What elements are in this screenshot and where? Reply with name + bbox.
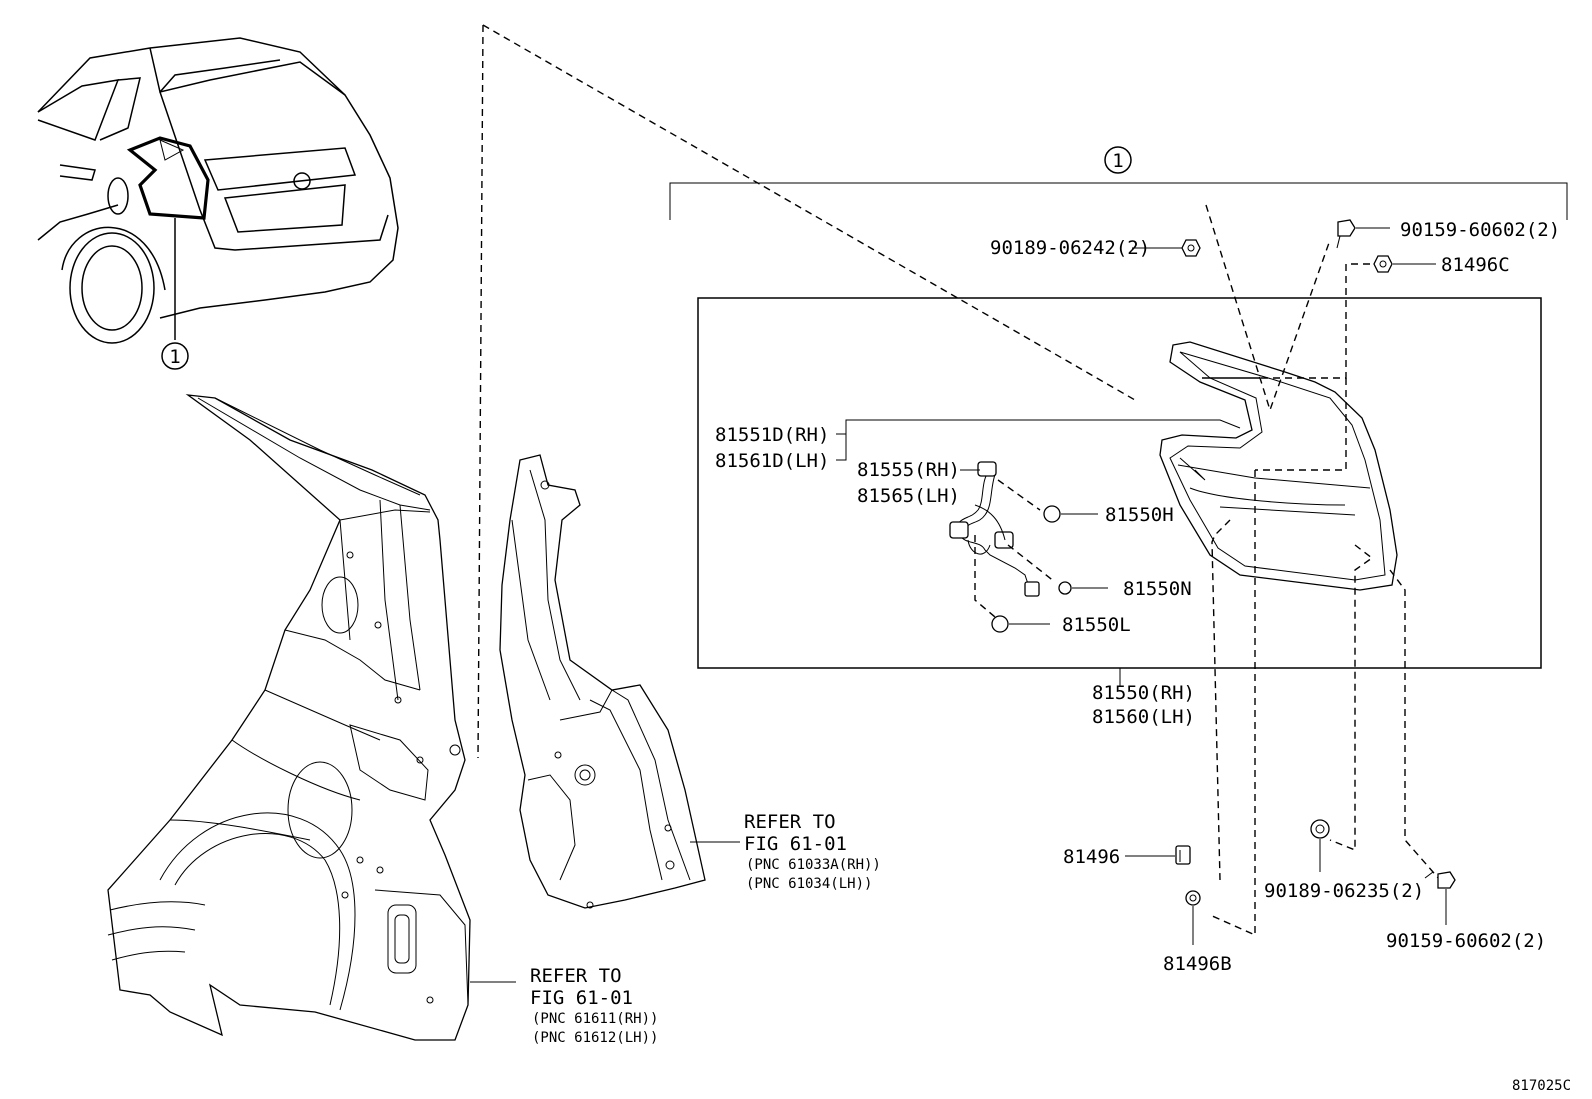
- figure-code: 817025C: [1512, 1078, 1571, 1094]
- callout-1-bracket: 1: [669, 146, 1568, 220]
- svg-text:1: 1: [169, 346, 180, 368]
- label-81496c: 81496C: [1441, 254, 1510, 276]
- svg-text:REFER TO: REFER TO: [530, 965, 622, 987]
- clip-81496b: [1185, 890, 1201, 945]
- label-81550l: 81550L: [1062, 614, 1131, 636]
- reference-note-lower: REFER TO FIG 61-01 (PNC 61611(RH)) (PNC …: [530, 965, 658, 1046]
- quarter-panel: [107, 394, 516, 1041]
- svg-text:FIG 61-01: FIG 61-01: [744, 833, 847, 855]
- leader-bottom-c: [1329, 544, 1374, 852]
- leader-81551d: [836, 419, 1241, 435]
- projection-line: [482, 24, 1136, 401]
- svg-text:1: 1: [1112, 150, 1123, 172]
- bulb-81550l: [991, 615, 1050, 633]
- leader-bottom-b: [1209, 470, 1256, 937]
- nut-90189-06242-top: [1132, 239, 1201, 257]
- callout-1-vehicle: 1: [161, 342, 189, 370]
- nut-81496c: [1373, 255, 1436, 273]
- leader-top-d: [1255, 378, 1347, 471]
- label-90189-06235: 90189-06235(2): [1264, 880, 1424, 902]
- label-81555-rh: 81555(RH): [857, 459, 960, 481]
- svg-text:(PNC 61034(LH)): (PNC 61034(LH)): [746, 876, 872, 892]
- label-90159-60602-bottom: 90159-60602(2): [1386, 930, 1546, 952]
- inner-wheelhouse-panel: [499, 454, 740, 909]
- leader-81551d-b: [836, 434, 847, 461]
- label-90189-06242: 90189-06242(2): [990, 237, 1150, 259]
- projection-line-2: [477, 24, 484, 759]
- bulb-leader-n: [1007, 544, 1056, 583]
- label-81560-lh: 81560(LH): [1092, 706, 1195, 728]
- label-81496: 81496: [1063, 846, 1120, 868]
- label-81496b: 81496B: [1163, 953, 1232, 975]
- clip-81496: [1125, 845, 1191, 865]
- screw-90159-60602-bottom: [1424, 871, 1456, 925]
- bulb-leader-h: [997, 479, 1041, 511]
- reference-note-upper: REFER TO FIG 61-01 (PNC 61033A(RH)) (PNC…: [744, 811, 881, 892]
- bulb-leader-l: [974, 535, 996, 618]
- svg-text:(PNC 61611(RH)): (PNC 61611(RH)): [532, 1011, 658, 1027]
- label-81550h: 81550H: [1105, 504, 1174, 526]
- label-81561d-lh: 81561D(LH): [715, 450, 829, 472]
- label-81550n: 81550N: [1123, 578, 1192, 600]
- label-81565-lh: 81565(LH): [857, 485, 960, 507]
- leader-bottom-d: [1389, 569, 1441, 881]
- label-90159-60602-top: 90159-60602(2): [1400, 219, 1560, 241]
- svg-text:(PNC 61033A(RH)): (PNC 61033A(RH)): [746, 857, 881, 873]
- rear-combination-lamp: [1159, 341, 1398, 591]
- label-81551d-rh: 81551D(RH): [715, 424, 829, 446]
- vehicle-rear-view: [37, 37, 399, 344]
- bulb-81550n: [1058, 581, 1108, 595]
- svg-text:REFER TO: REFER TO: [744, 811, 836, 833]
- svg-text:FIG 61-01: FIG 61-01: [530, 987, 633, 1009]
- lamp-assembly-box: [697, 297, 1542, 669]
- screw-90159-60602-top: [1336, 219, 1390, 249]
- leader-bottom-a: [1211, 519, 1231, 881]
- svg-text:(PNC 61612(LH)): (PNC 61612(LH)): [532, 1030, 658, 1046]
- socket-and-wire: [949, 461, 1040, 597]
- nut-90189-06235: [1310, 819, 1330, 872]
- bulb-81550h: [1043, 505, 1098, 523]
- label-81550-rh: 81550(RH): [1092, 682, 1195, 704]
